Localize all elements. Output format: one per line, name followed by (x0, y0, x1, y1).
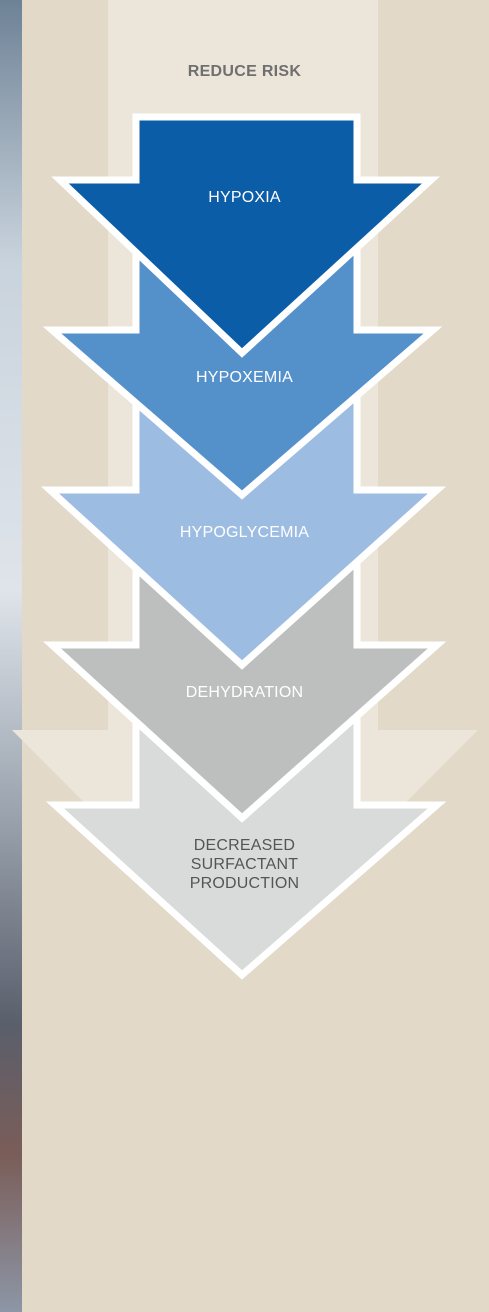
step-label-2: HYPOXEMIA (196, 369, 293, 386)
arrow-step-3 (40, 381, 447, 670)
step-label-5: DECREASED SURFACTANT PRODUCTION (189, 837, 300, 892)
arrow-step-5 (45, 716, 447, 980)
diagram-title: REDUCE RISK (187, 63, 302, 80)
arrow-step-4 (42, 556, 447, 823)
step-label-1: HYPOXIA (208, 189, 281, 206)
step-label-3: HYPOGLYCEMIA (179, 524, 310, 541)
arrow-step-2 (42, 236, 443, 500)
step-label-4: DEHYDRATION (185, 684, 304, 701)
arrow-stack (40, 113, 447, 980)
photo-strip (0, 0, 22, 1312)
arrow-step-1 (51, 113, 441, 358)
